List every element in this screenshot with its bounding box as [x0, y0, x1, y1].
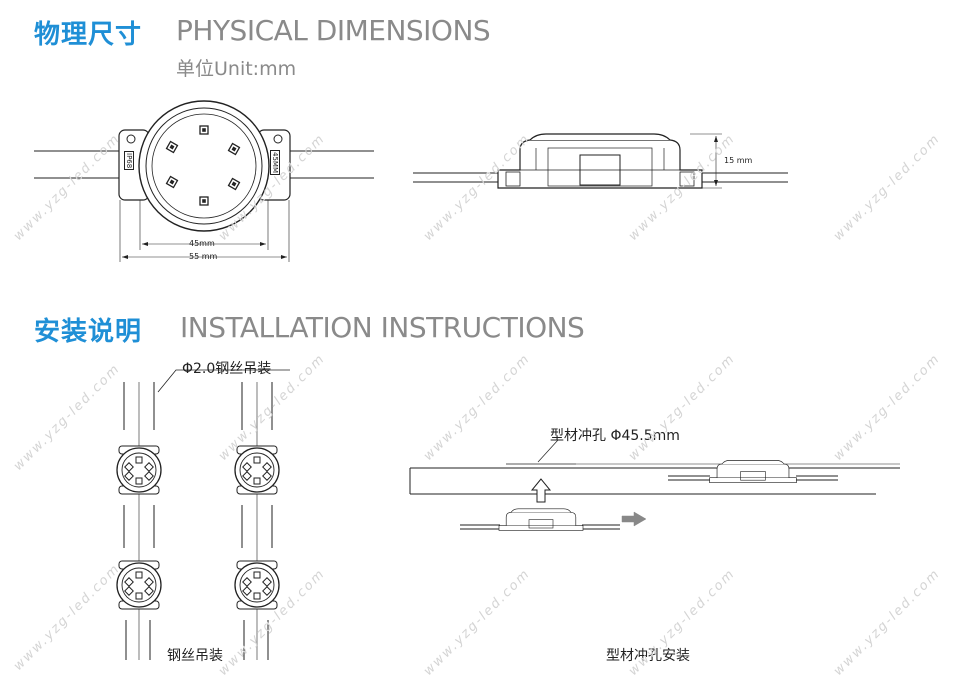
wire-label: Φ2.0钢丝吊装 — [182, 361, 272, 377]
ip68-tag: IP68 — [124, 151, 134, 171]
unit-label: 单位Unit:mm — [176, 58, 297, 80]
dim-15mm: 15 mm — [724, 156, 753, 165]
hole-caption: 型材冲孔安装 — [606, 648, 690, 664]
dim-45mm: 45mm — [189, 239, 215, 248]
wire-install-drawing — [116, 369, 290, 660]
hole-label: 型材冲孔 Φ45.5mm — [550, 428, 680, 444]
install-title-cn: 安装说明 — [34, 317, 143, 347]
profile-install-drawing — [409, 439, 900, 531]
wire-caption: 钢丝吊装 — [167, 648, 223, 664]
model-tag: 45MM — [270, 150, 280, 175]
install-title-en: INSTALLATION INSTRUCTIONS — [180, 311, 585, 344]
side-view-drawing — [413, 133, 788, 189]
front-view-drawing — [34, 100, 374, 262]
physical-title-cn: 物理尺寸 — [34, 20, 143, 50]
dim-55mm: 55 mm — [189, 252, 218, 261]
physical-title-en: PHYSICAL DIMENSIONS — [176, 14, 491, 47]
